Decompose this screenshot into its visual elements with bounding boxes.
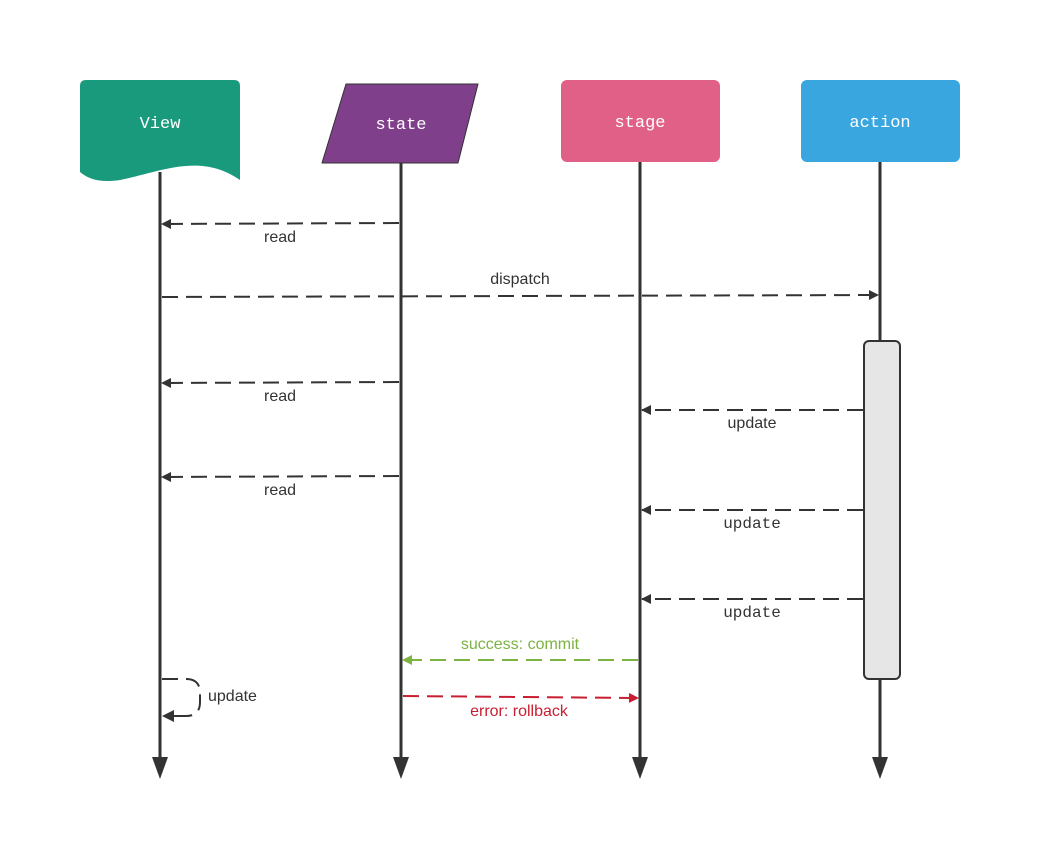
message-label: dispatch [490, 271, 550, 288]
participant-label-view: View [140, 115, 182, 134]
lifeline-state [393, 162, 409, 779]
message-label: update [208, 688, 257, 705]
message-success-commit: success: commit [402, 636, 638, 665]
message-label: read [264, 482, 296, 499]
participant-label-stage: stage [614, 114, 665, 133]
participant-stage: stage [561, 80, 720, 162]
message-label: error: rollback [470, 703, 569, 720]
rectangle-shape [561, 80, 720, 162]
message-label: update [728, 415, 777, 432]
message-label: success: commit [461, 636, 580, 653]
message-error-rollback: error: rollback [402, 692, 639, 720]
rectangle-shape [801, 80, 960, 162]
activation-bar [863, 340, 901, 680]
participant-label-state: state [375, 116, 426, 135]
message-read-2: read [161, 377, 400, 405]
participant-action: action [801, 80, 960, 162]
message-update-1: update [641, 405, 863, 432]
lifeline-stage [632, 162, 648, 779]
parallelogram-shape [321, 83, 479, 164]
message-dispatch: dispatch [161, 271, 879, 301]
message-update-3: update [641, 594, 863, 622]
message-label: update [723, 515, 781, 533]
message-read-3: read [161, 471, 400, 499]
message-update-2: update [641, 505, 863, 533]
lifeline-view [152, 172, 168, 779]
message-label: read [264, 229, 296, 246]
message-label: update [723, 604, 781, 622]
self-message-view-update: update [162, 678, 257, 722]
document-shape [80, 80, 240, 182]
message-label: read [264, 388, 296, 405]
participant-view: View [80, 80, 240, 182]
participant-state: state [321, 83, 479, 164]
participant-label-action: action [849, 114, 910, 133]
message-read-1: read [161, 218, 400, 246]
